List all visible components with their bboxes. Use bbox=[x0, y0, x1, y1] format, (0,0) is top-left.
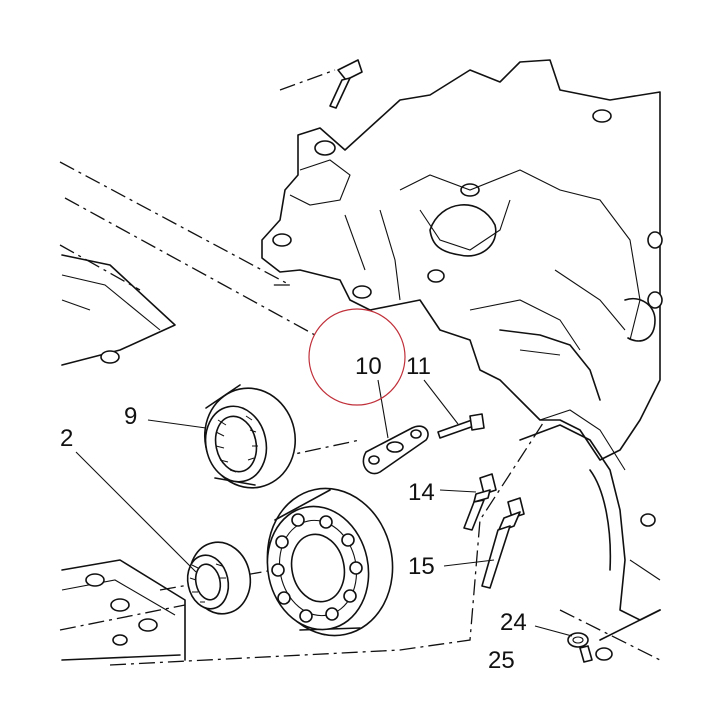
part-25-pin bbox=[579, 645, 613, 663]
callout-10: 10 bbox=[355, 353, 382, 380]
callout-25: 25 bbox=[488, 647, 515, 674]
callout-11: 11 bbox=[406, 353, 431, 380]
part-24-washer bbox=[567, 632, 589, 648]
bearing-balls bbox=[271, 513, 363, 623]
callout-15: 15 bbox=[408, 553, 435, 580]
ball-bearing bbox=[266, 487, 394, 637]
part-14-stud bbox=[463, 473, 497, 531]
part-10-link-plate bbox=[362, 425, 429, 475]
part-11-screw bbox=[437, 413, 485, 439]
part-9-needle-bearing bbox=[203, 384, 297, 489]
callout-9: 9 bbox=[124, 403, 137, 430]
callout-2: 2 bbox=[60, 425, 73, 452]
part-2-needle-bearing bbox=[186, 541, 252, 615]
bolt-top bbox=[329, 59, 363, 109]
callout-labels: 2 9 10 11 14 15 24 25 bbox=[60, 353, 527, 674]
highlight-circle bbox=[308, 308, 406, 406]
callout-24: 24 bbox=[500, 609, 527, 636]
part-15-long-stud bbox=[481, 497, 525, 589]
leader-lines bbox=[75, 379, 573, 637]
callout-14: 14 bbox=[408, 479, 435, 506]
housing-fragment-upper-left bbox=[61, 254, 176, 366]
housing-fragment-lower-left bbox=[61, 559, 186, 661]
crankcase-housing bbox=[261, 59, 663, 641]
